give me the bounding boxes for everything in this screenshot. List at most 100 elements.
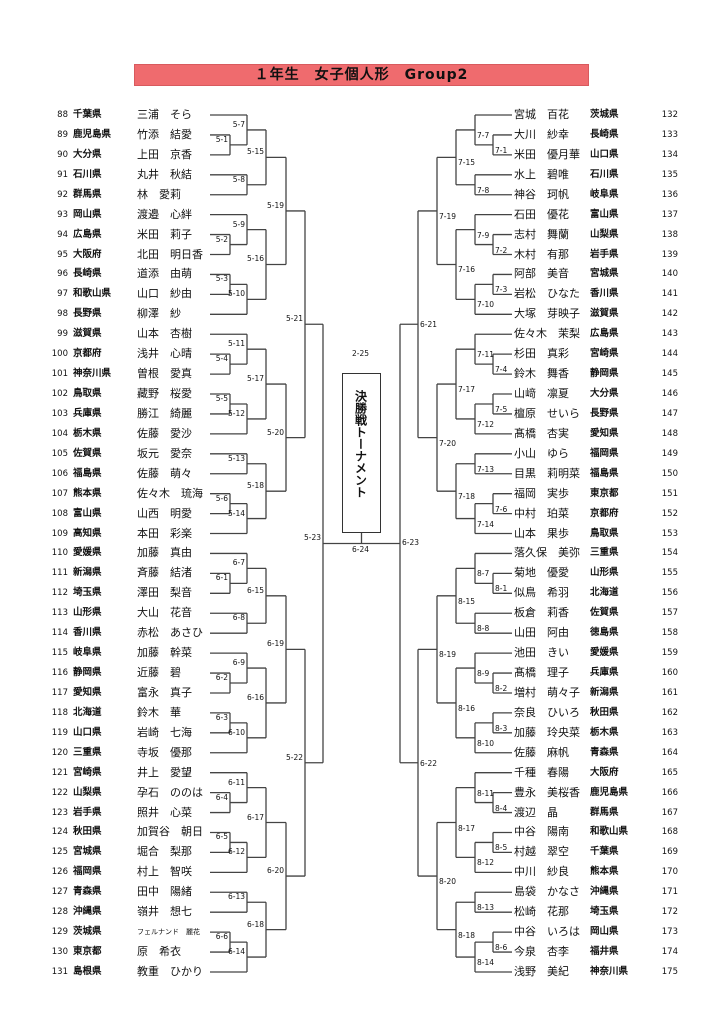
entry-prefecture: 富山県 [590,208,619,220]
entry-number: 104 [51,428,68,439]
entry-prefecture: 熊本県 [73,487,102,499]
entry-prefecture: 大分県 [73,148,102,160]
entry-name: 原 希衣 [137,945,181,959]
match-label: 6-9 [232,658,245,668]
match-label: 7-3 [495,285,508,295]
entry-name: 丸井 秋結 [137,167,192,181]
entry-name: 山﨑 凛夏 [514,387,569,401]
final-tournament-label: 決勝戦トーナメント [353,390,368,498]
entry-name: 嶺井 想七 [137,905,192,919]
match-label: 5-8 [232,174,245,184]
entry-number: 90 [57,149,68,160]
entry-prefecture: 鹿児島県 [73,128,112,140]
entry-number: 146 [661,389,678,400]
entry-name: 竹添 結愛 [137,127,192,141]
entry-name: 林 愛莉 [137,187,181,201]
entry-number: 169 [661,847,678,858]
entry-prefecture: 広島県 [590,328,619,340]
match-label: 5-12 [227,408,245,418]
match-label: 8-11 [477,788,495,798]
entry-prefecture: 長野県 [73,308,102,320]
match-label: 8-20 [439,877,457,887]
match-label: 5-11 [227,339,245,349]
entry-name: 鈴木 華 [137,705,181,719]
entry-prefecture: 岐阜県 [590,188,619,200]
entry-name: 山田 阿由 [514,626,569,640]
entry-prefecture: 宮城県 [73,846,102,858]
entry-prefecture: 長野県 [590,407,619,419]
entry-number: 108 [51,508,68,519]
match-label: 8-14 [477,958,495,968]
match-label: 5-20 [266,427,284,437]
entry-number: 119 [51,727,68,738]
final-label: 5-23 [303,533,321,543]
entry-number: 136 [661,189,678,200]
entry-name: 岩松 ひなた [514,287,580,301]
entry-prefecture: 滋賀県 [590,308,619,320]
entry-prefecture: 岩手県 [73,806,102,818]
entry-number: 94 [57,229,68,240]
entry-number: 162 [661,707,678,718]
entry-prefecture: 兵庫県 [73,407,102,419]
entry-prefecture: 北海道 [590,587,619,599]
match-label: 6-17 [246,812,264,822]
entry-name: 井上 愛望 [137,765,192,779]
match-label: 8-12 [477,858,495,868]
match-label: 6-3 [215,712,228,722]
entry-prefecture: 愛媛県 [73,547,102,559]
match-label: 7-7 [477,130,490,140]
entry-number: 144 [661,349,678,360]
entry-name: 千種 春陽 [514,765,569,779]
entry-name: 中川 紗良 [514,865,569,879]
entry-name: 石田 優花 [514,207,569,221]
entry-number: 91 [57,169,68,180]
match-label: 5-6 [215,493,228,503]
entry-number: 134 [661,149,678,160]
entry-prefecture: 香川県 [73,627,102,639]
entry-prefecture: 岐阜県 [73,647,102,659]
match-label: 7-2 [495,245,508,255]
entry-prefecture: 熊本県 [590,866,619,878]
entry-name: 増村 萌々子 [514,685,580,699]
entry-prefecture: 沖縄県 [73,906,102,918]
entry-name: 勝江 綺麗 [137,406,192,420]
entry-number: 150 [661,468,678,479]
entry-name: 佐藤 麻帆 [514,745,569,759]
entry-number: 140 [661,269,678,280]
match-label: 5-15 [246,147,264,157]
entry-prefecture: 東京都 [590,487,619,499]
entry-number: 107 [51,488,68,499]
match-label: 6-13 [227,892,245,902]
match-label: 7-17 [458,385,476,395]
match-label: 6-18 [246,919,264,929]
match-label: 5-18 [246,481,264,491]
entry-name: 加賀谷 朝日 [137,825,203,839]
entry-prefecture: 和歌山県 [73,288,112,300]
entry-number: 115 [51,648,68,659]
semifinal-label: 5-21 [285,314,303,324]
entry-number: 143 [661,329,678,340]
entry-number: 101 [51,369,68,380]
entry-prefecture: 山口県 [73,726,102,738]
match-label: 6-19 [266,639,284,649]
entry-number: 130 [51,947,68,958]
page-title: １年生 女子個人形 Group2 [134,64,589,86]
entry-name: 渡辺 晶 [514,805,558,819]
entry-prefecture: 神奈川県 [590,965,629,977]
entry-number: 149 [661,448,678,459]
match-label: 5-17 [246,374,264,384]
entry-number: 153 [661,528,678,539]
entry-prefecture: 栃木県 [590,726,619,738]
entry-number: 128 [51,907,68,918]
entry-prefecture: 秋田県 [73,826,102,838]
entry-number: 156 [661,588,678,599]
match-label: 8-10 [477,738,495,748]
entry-number: 131 [51,966,68,977]
entry-name: 島袋 かなさ [514,885,580,899]
entry-name: 目黒 莉明菜 [514,466,580,480]
entry-name: 藏野 桜愛 [137,387,192,401]
entry-prefecture: 山梨県 [590,228,619,240]
entry-number: 111 [51,568,68,579]
entry-number: 158 [661,628,678,639]
